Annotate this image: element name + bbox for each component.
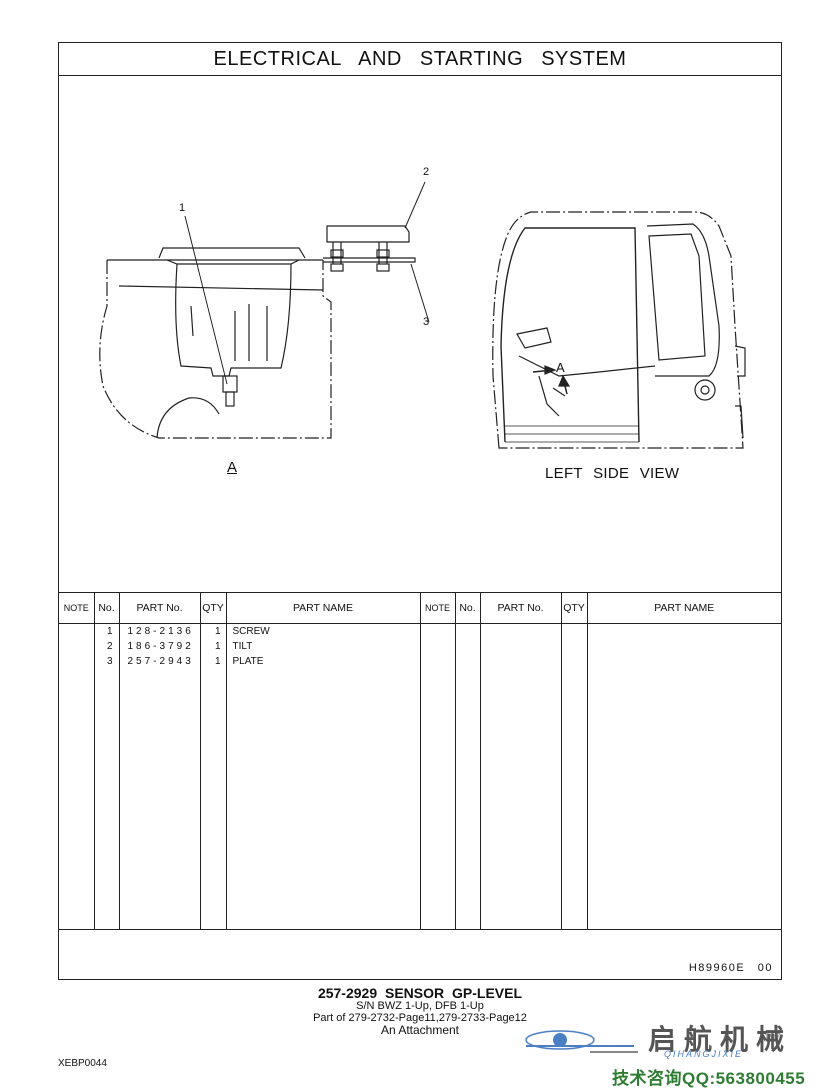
part-name-column: SCREW TILT PLATE xyxy=(225,623,420,929)
table-row-no: 1 xyxy=(106,626,113,637)
table-header-row: NOTE No. PART No. QTY PART NAME NOTE No.… xyxy=(59,592,781,624)
header-qty-right: QTY xyxy=(560,592,587,624)
watermark-pinyin: QIHANGJIXIE xyxy=(664,1049,744,1059)
table-row-name: SCREW xyxy=(232,626,270,637)
table-row-part-no: 128-2136 xyxy=(127,626,194,637)
header-part-no-right: PART No. xyxy=(479,592,561,624)
watermark-logo-icon xyxy=(525,1030,638,1053)
header-no-right: No. xyxy=(454,592,480,624)
watermark-contact: 技术咨询QQ:563800455 xyxy=(612,1069,806,1088)
qty-column-right xyxy=(560,623,587,929)
callout-2: 2 xyxy=(423,166,430,178)
view-a-label: A xyxy=(227,459,238,476)
no-column: 1 2 3 xyxy=(93,623,119,929)
left-side-view-label: LEFT SIDE VIEW xyxy=(545,465,680,482)
drawing-number: H89960E 00 xyxy=(688,962,773,974)
header-note: NOTE xyxy=(59,592,94,624)
note-column-right xyxy=(419,623,455,929)
serial-range: S/N BWZ 1-Up, DFB 1-Up xyxy=(356,1000,484,1012)
no-column-right xyxy=(454,623,480,929)
note-column xyxy=(59,624,94,930)
header-note-right: NOTE xyxy=(419,592,455,624)
table-row-part-no: 257-2943 xyxy=(127,656,194,667)
callout-1: 1 xyxy=(179,202,186,214)
header-part-name-right: PART NAME xyxy=(586,592,781,624)
part-no-column-right xyxy=(479,623,561,929)
parts-illustration: 1 2 3 A A LEFT SIDE VIEW xyxy=(59,76,781,592)
table-row-qty: 1 xyxy=(214,656,221,667)
qty-column: 1 1 1 xyxy=(199,623,226,929)
part-of-reference: Part of 279-2732-Page11,279-2733-Page12 xyxy=(313,1012,527,1024)
callout-3: 3 xyxy=(423,316,430,328)
header-qty: QTY xyxy=(199,592,226,624)
sheet-footer: H89960E 00 xyxy=(59,929,781,980)
watermark-chinese: 启航机械 xyxy=(648,1024,793,1055)
page-number: 197 xyxy=(764,1032,781,1043)
table-row-qty: 1 xyxy=(214,641,221,652)
part-no-column: 128-2136 186-3792 257-2943 xyxy=(118,623,200,929)
table-row-name: TILT xyxy=(232,641,253,652)
table-row-no: 3 xyxy=(106,656,113,667)
part-name-column-right xyxy=(586,623,781,929)
page-title: ELECTRICAL AND STARTING SYSTEM xyxy=(59,43,781,76)
table-body: 1 2 3 128-2136 186-3792 257-2943 1 1 1 S… xyxy=(59,623,781,930)
view-arrow-label: A xyxy=(556,360,565,375)
exploded-view-drawing xyxy=(99,181,746,449)
parts-sheet: ELECTRICAL AND STARTING SYSTEM xyxy=(58,42,782,980)
table-row-part-no: 186-3792 xyxy=(127,641,194,652)
header-no: No. xyxy=(93,592,119,624)
parts-table: NOTE No. PART No. QTY PART NAME NOTE No.… xyxy=(59,592,781,929)
group-title: 257-2929 SENSOR GP-LEVEL xyxy=(317,985,523,1001)
document-reference: XEBP0044 xyxy=(58,1058,107,1069)
attachment-note: An Attachment xyxy=(380,1023,460,1037)
table-row-no: 2 xyxy=(106,641,113,652)
table-row-qty: 1 xyxy=(214,626,221,637)
table-row-name: PLATE xyxy=(232,656,264,667)
header-part-name: PART NAME xyxy=(225,592,420,624)
header-part-no: PART No. xyxy=(118,592,200,624)
